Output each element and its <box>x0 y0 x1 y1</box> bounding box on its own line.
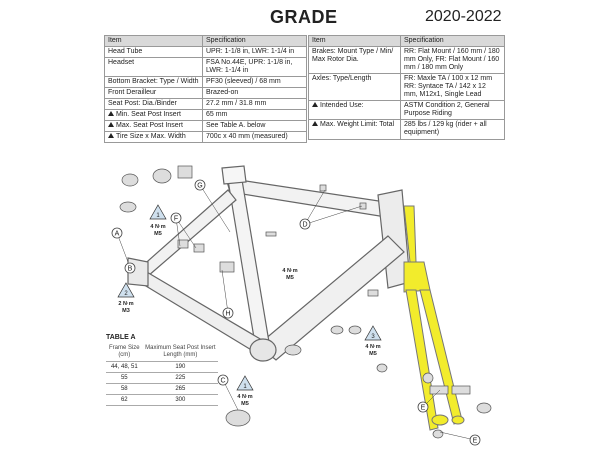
callout-c: C <box>217 374 229 386</box>
warning-icon <box>312 121 318 127</box>
col-header-spec: Specification <box>202 34 307 48</box>
spec-value: RR: Flat Mount / 160 mm / 180 mm Only, F… <box>400 46 505 75</box>
svg-text:4 N·m: 4 N·m <box>237 394 252 400</box>
svg-text:1: 1 <box>243 384 247 390</box>
spec-value: FR: Maxle TA / 100 x 12 mm RR: Syntace T… <box>400 73 505 102</box>
table-a-col-length: Maximum Seat Post Insert Length (mm) <box>142 343 218 363</box>
spec-value: 285 lbs / 129 kg (rider + all equipment) <box>400 119 505 140</box>
svg-text:C: C <box>220 378 225 385</box>
svg-text:2: 2 <box>124 291 128 297</box>
max-insert-length: 190 <box>142 361 218 374</box>
max-insert-length: 265 <box>142 383 218 396</box>
svg-text:M3: M3 <box>122 308 130 314</box>
svg-text:M5: M5 <box>241 401 249 407</box>
torque-spec-1: 1 4 N·m M5 <box>149 204 167 237</box>
svg-text:M5: M5 <box>369 351 377 357</box>
fork <box>403 205 465 431</box>
svg-text:G: G <box>197 183 202 190</box>
frame-size: 62 <box>106 394 143 407</box>
svg-text:M5: M5 <box>154 231 162 237</box>
torque-spec-4: 3 4 N·m M5 <box>364 325 382 357</box>
spec-row: Brakes: Mount Type / Min/ Max Rotor Dia.… <box>308 46 505 75</box>
spec-item: Brakes: Mount Type / Min/ Max Rotor Dia. <box>308 46 401 75</box>
warning-icon <box>108 133 114 139</box>
svg-text:E: E <box>421 405 426 412</box>
callout-e-upper: E <box>417 401 429 413</box>
torque-spec-5: 1 4 N·m M5 <box>236 375 254 407</box>
spec-table-right: Item Specification Brakes: Mount Type / … <box>308 34 505 140</box>
callout-e-lower: E <box>469 434 481 446</box>
callout-g: G <box>194 179 206 191</box>
svg-text:D: D <box>302 222 307 229</box>
svg-text:1: 1 <box>156 213 160 219</box>
svg-text:4 N·m: 4 N·m <box>365 344 380 350</box>
table-a-title: TABLE A <box>106 334 136 341</box>
model-years: 2020-2022 <box>425 8 502 25</box>
max-insert-length: 300 <box>142 394 218 407</box>
callout-h: H <box>222 307 234 319</box>
warning-icon <box>108 111 114 117</box>
frame-size: 58 <box>106 383 143 396</box>
svg-text:4 N·m: 4 N·m <box>150 224 165 230</box>
callout-b: B <box>124 262 136 274</box>
svg-text:B: B <box>128 266 133 273</box>
spec-item: Tire Size x Max. Width <box>104 131 203 144</box>
svg-text:H: H <box>225 311 230 318</box>
frame-size: 55 <box>106 372 143 385</box>
svg-text:M5: M5 <box>286 275 294 281</box>
page-title: GRADE <box>270 7 338 27</box>
svg-text:A: A <box>115 231 120 238</box>
table-a: Frame Size (cm) Maximum Seat Post Insert… <box>106 343 218 407</box>
torque-spec-3: 4 N·m M5 <box>282 268 297 281</box>
svg-text:4 N·m: 4 N·m <box>282 268 297 274</box>
svg-text:3: 3 <box>371 334 375 340</box>
callout-f: F <box>170 212 182 224</box>
hardware-parts <box>119 165 492 439</box>
bike-frame <box>127 165 411 362</box>
table-a-col-size: Frame Size (cm) <box>106 343 143 363</box>
spec-item: Max. Weight Limit: Total <box>308 119 401 140</box>
warning-icon <box>312 102 318 108</box>
warning-icon <box>108 122 114 128</box>
spec-row: Intended Use:ASTM Condition 2, General P… <box>308 100 505 121</box>
svg-text:2 N·m: 2 N·m <box>118 301 133 307</box>
svg-text:E: E <box>473 438 478 445</box>
frame-size: 44, 48, 51 <box>106 361 143 374</box>
max-insert-length: 225 <box>142 372 218 385</box>
callout-a: A <box>111 227 123 239</box>
spec-value: FSA No.44E, UPR: 1-1/8 in, LWR: 1-1/4 in <box>202 57 307 78</box>
col-header-item: Item <box>104 34 203 48</box>
svg-text:F: F <box>174 216 178 223</box>
callout-d: D <box>299 218 311 230</box>
torque-spec-2: 2 2 N·m M3 <box>117 282 135 314</box>
spec-value: 700c x 40 mm (measured) <box>202 131 307 144</box>
